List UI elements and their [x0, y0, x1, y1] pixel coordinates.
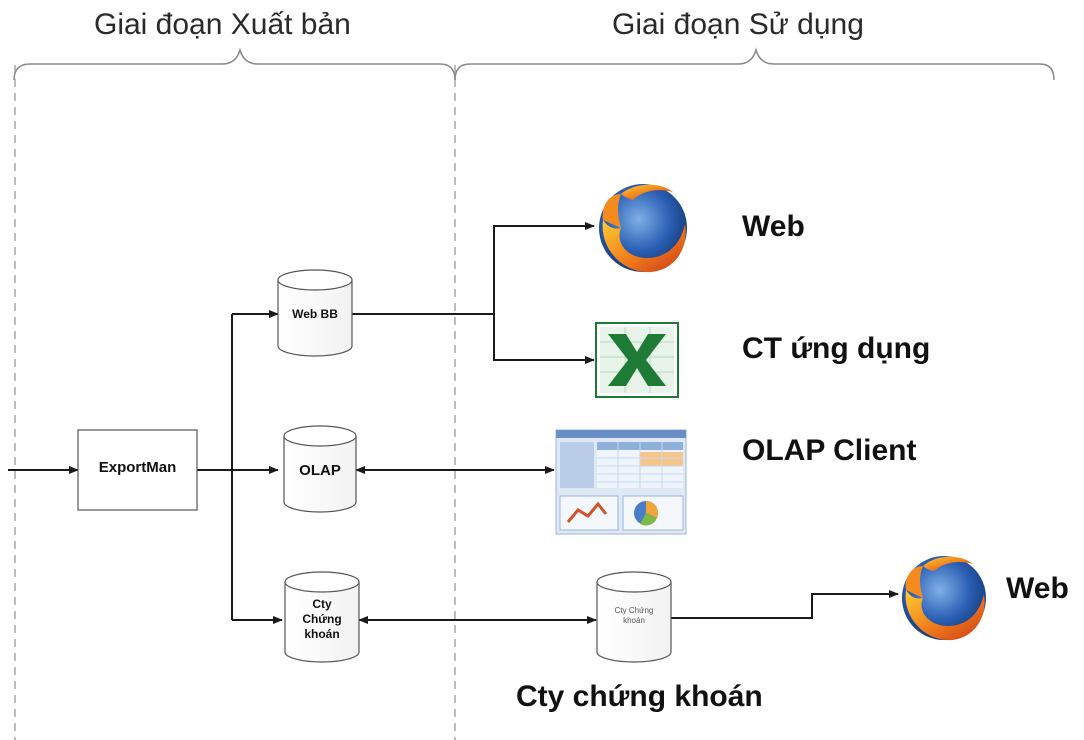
- arrow-cty-to-web: [670, 590, 899, 619]
- publish-phase-bracket: [13, 47, 456, 81]
- exportman-label: ExportMan: [98, 459, 177, 476]
- arrow-webbb-to-app: [493, 314, 595, 364]
- cty-left-label: Cty Chứng khoán: [302, 597, 342, 641]
- olap-label: OLAP: [299, 462, 341, 479]
- usage-phase-bracket: [454, 47, 1055, 81]
- cty-right-database: [596, 571, 672, 663]
- web-bottom-label: Web: [1006, 572, 1069, 605]
- arrow-webbb-to-web: [352, 222, 595, 315]
- webbb-database: [277, 269, 353, 357]
- exportman-box: [77, 429, 198, 511]
- firefox-icon: [599, 184, 687, 273]
- ct-ung-dung-label: CT ứng dụng: [742, 332, 931, 365]
- webbb-label: Web BB: [292, 307, 338, 321]
- firefox-icon: [902, 556, 986, 641]
- publish-phase-title: Giai đoạn Xuất bản: [94, 8, 351, 41]
- cty-right-label: Cty Chứng khoán: [614, 606, 654, 625]
- cty-left-database: [284, 571, 360, 663]
- olap-client-screenshot-icon: [555, 429, 687, 535]
- olap-database: [283, 425, 357, 513]
- usage-phase-title: Giai đoạn Sử dụng: [612, 8, 864, 41]
- olap-client-label: OLAP Client: [742, 434, 917, 467]
- web-top-label: Web: [742, 210, 805, 243]
- excel-icon: [595, 322, 679, 398]
- cty-chung-khoan-label: Cty chứng khoán: [516, 680, 763, 713]
